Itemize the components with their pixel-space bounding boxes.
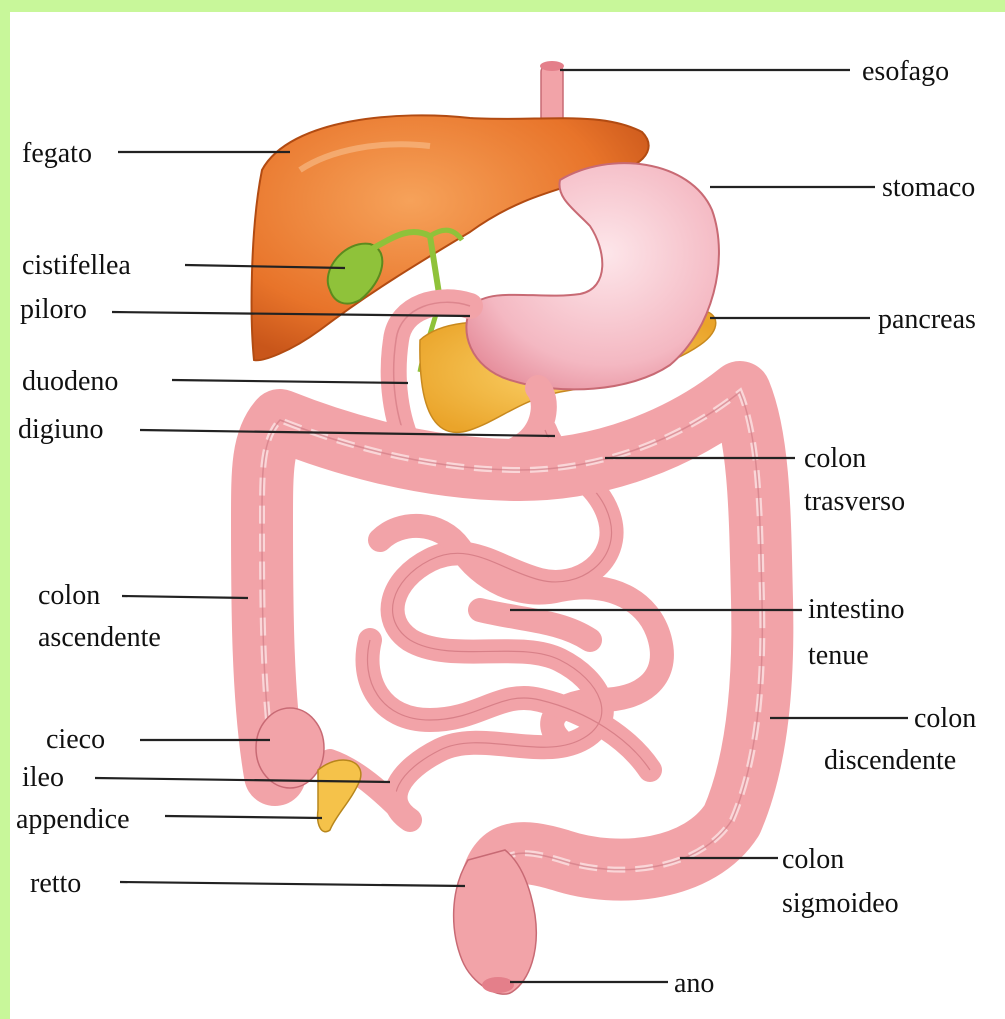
label-colon-ascendente-1: colon (38, 580, 100, 611)
label-cistifellea: cistifellea (22, 250, 131, 281)
label-ano: ano (674, 968, 714, 999)
label-colon-discendente-1: colon (914, 703, 976, 734)
label-appendice: appendice (16, 804, 130, 835)
label-colon-ascendente-2: ascendente (38, 622, 161, 653)
label-colon-sigmoideo-1: colon (782, 844, 844, 875)
label-esofago: esofago (862, 56, 949, 87)
label-piloro: piloro (20, 294, 87, 325)
label-intestino-tenue-2: tenue (808, 640, 869, 671)
appendix-shape (318, 760, 361, 832)
label-stomaco: stomaco (882, 172, 975, 203)
cecum-shape (256, 708, 324, 788)
label-duodeno: duodeno (22, 366, 118, 397)
label-ileo: ileo (22, 762, 64, 793)
label-colon-trasverso-2: trasverso (804, 486, 905, 517)
label-colon-sigmoideo-2: sigmoideo (782, 888, 899, 919)
label-cieco: cieco (46, 724, 105, 755)
label-pancreas: pancreas (878, 304, 976, 335)
label-digiuno: digiuno (18, 414, 104, 445)
anus-shape (482, 977, 514, 993)
label-retto: retto (30, 868, 81, 899)
label-colon-discendente-2: discendente (824, 745, 956, 776)
label-fegato: fegato (22, 138, 92, 169)
label-colon-trasverso-1: colon (804, 443, 866, 474)
label-intestino-tenue-1: intestino (808, 594, 904, 625)
